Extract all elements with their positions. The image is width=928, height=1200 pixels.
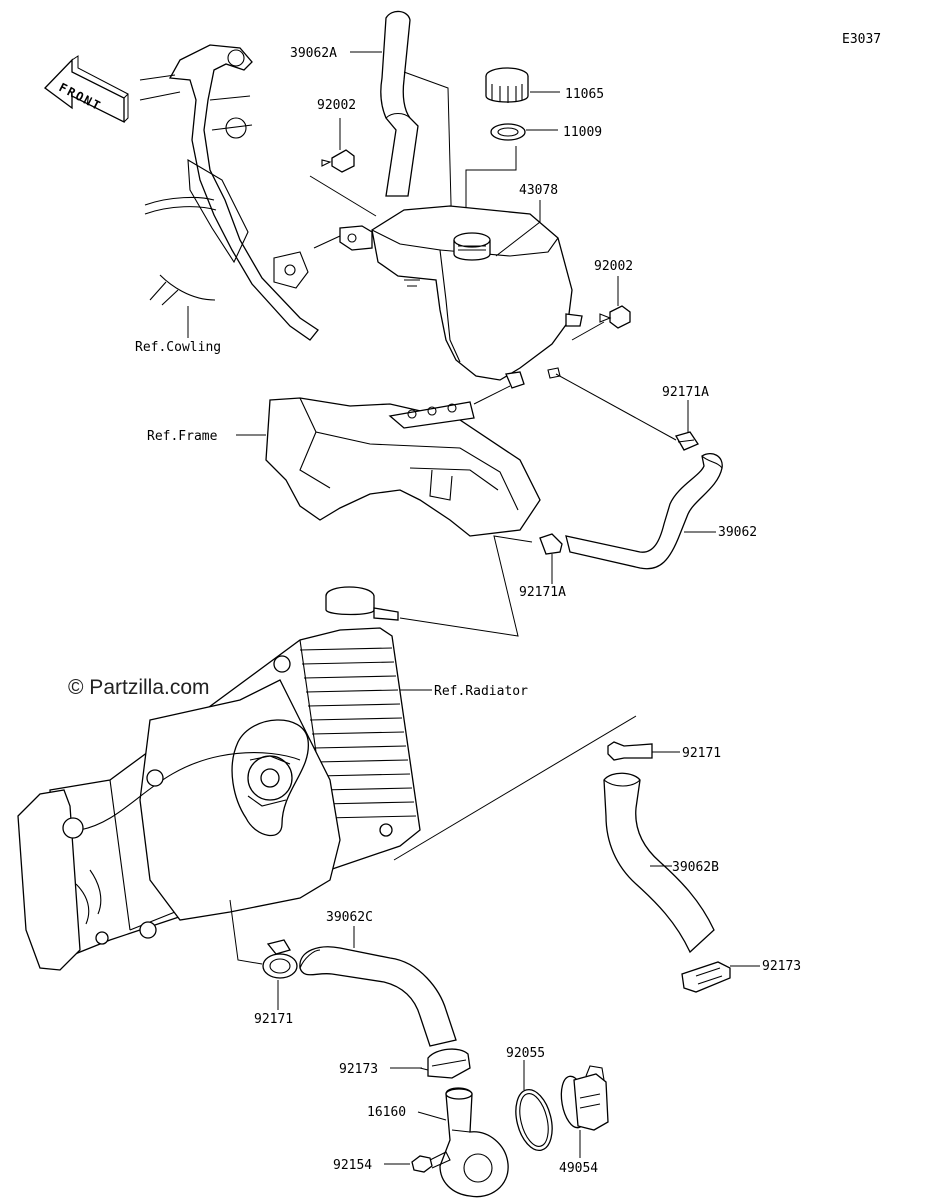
- label-92002-top: 92002: [317, 98, 356, 113]
- o-ring-92055: [515, 1088, 553, 1152]
- label-ref-frame: Ref.Frame: [147, 429, 218, 444]
- reservoir-tank-43078: [339, 205, 583, 389]
- label-92171-left: 92171: [254, 1012, 293, 1027]
- label-39062A: 39062A: [290, 46, 337, 61]
- bolt-92154: [411, 1151, 451, 1173]
- thermostat-49054: [560, 1065, 609, 1131]
- front-arrow-icon: FRONT: [44, 55, 129, 124]
- hose-39062: [565, 453, 723, 570]
- label-92171A-top: 92171A: [662, 385, 709, 400]
- gasket-11009: [490, 123, 526, 141]
- clamp-92173-low: [419, 1048, 471, 1079]
- clamp-92171-right: [607, 741, 653, 761]
- label-43078: 43078: [519, 183, 558, 198]
- label-49054: 49054: [559, 1161, 598, 1176]
- clamp-92171-left: [262, 939, 298, 979]
- label-ref-radiator: Ref.Radiator: [434, 684, 528, 699]
- label-92171-right: 92171: [682, 746, 721, 761]
- cap-11065: [485, 67, 529, 103]
- label-92173-right: 92173: [762, 959, 801, 974]
- hose-39062C: [299, 946, 457, 1047]
- clamp-92171A-mid: [539, 533, 563, 555]
- label-92154: 92154: [333, 1158, 372, 1173]
- label-11065: 11065: [565, 87, 604, 102]
- cowling-bracket: [139, 44, 319, 341]
- frame-bracket: [265, 397, 541, 537]
- label-11009: 11009: [563, 125, 602, 140]
- label-39062C: 39062C: [326, 910, 373, 925]
- label-ref-cowling: Ref.Cowling: [135, 340, 221, 355]
- label-39062: 39062: [718, 525, 757, 540]
- clamp-92173-right: [681, 961, 731, 993]
- label-92002-right: 92002: [594, 259, 633, 274]
- clamp-92171A-top: [675, 431, 699, 451]
- label-92171A-mid: 92171A: [519, 585, 566, 600]
- bolt-92002-right: [599, 305, 631, 329]
- bolt-92002-top: [321, 149, 355, 173]
- copyright-text: © Partzilla.com: [68, 676, 210, 699]
- diagram-code: E3037: [842, 32, 881, 47]
- radiator: [17, 586, 421, 971]
- label-39062B: 39062B: [672, 860, 719, 875]
- thermostat-housing-16160: [439, 1087, 509, 1198]
- label-92173-low: 92173: [339, 1062, 378, 1077]
- hose-39062B: [603, 772, 715, 954]
- label-16160: 16160: [367, 1105, 406, 1120]
- hose-39062A: [380, 10, 419, 197]
- label-92055: 92055: [506, 1046, 545, 1061]
- radiator-fins: [299, 647, 417, 819]
